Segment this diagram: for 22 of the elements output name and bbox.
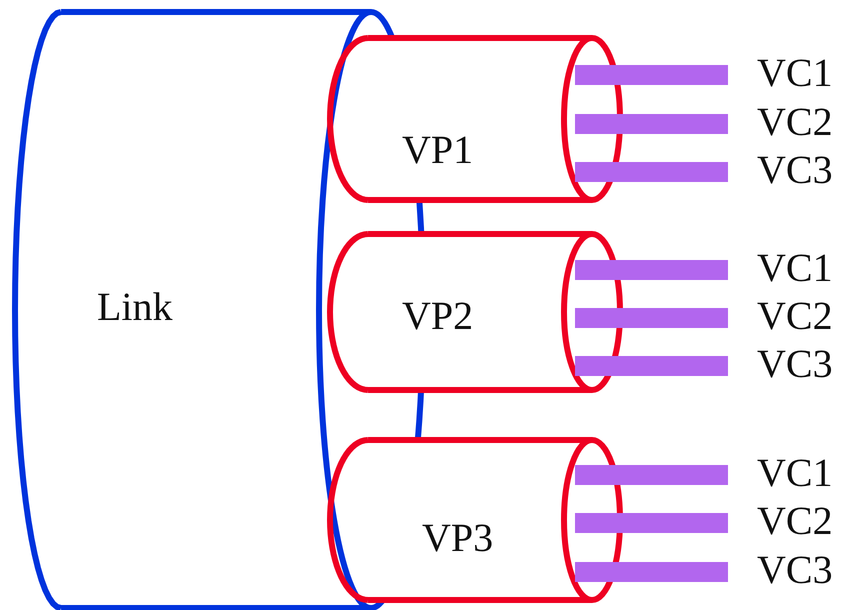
bar-label: VC3 — [757, 150, 833, 190]
bar-label: VC1 — [757, 53, 833, 93]
cylinder-label: VP3 — [422, 518, 494, 558]
bar-label: VC1 — [757, 453, 833, 493]
bar — [575, 562, 728, 582]
bar — [575, 65, 728, 85]
bar-label: VC1 — [757, 248, 833, 288]
bar-label: VC2 — [757, 296, 833, 336]
cylinder-label: Link — [97, 287, 173, 327]
bar — [575, 465, 728, 485]
cylinder-label: VP2 — [402, 296, 474, 336]
bar — [575, 260, 728, 280]
bar — [575, 513, 728, 533]
bar-label: VC2 — [757, 102, 833, 142]
bar — [575, 356, 728, 376]
bar-label: VC3 — [757, 550, 833, 590]
cylinder-label: VP1 — [402, 130, 474, 170]
bar-label: VC2 — [757, 501, 833, 541]
bar — [575, 308, 728, 328]
bar-label: VC3 — [757, 344, 833, 384]
bar — [575, 114, 728, 134]
bar — [575, 162, 728, 182]
